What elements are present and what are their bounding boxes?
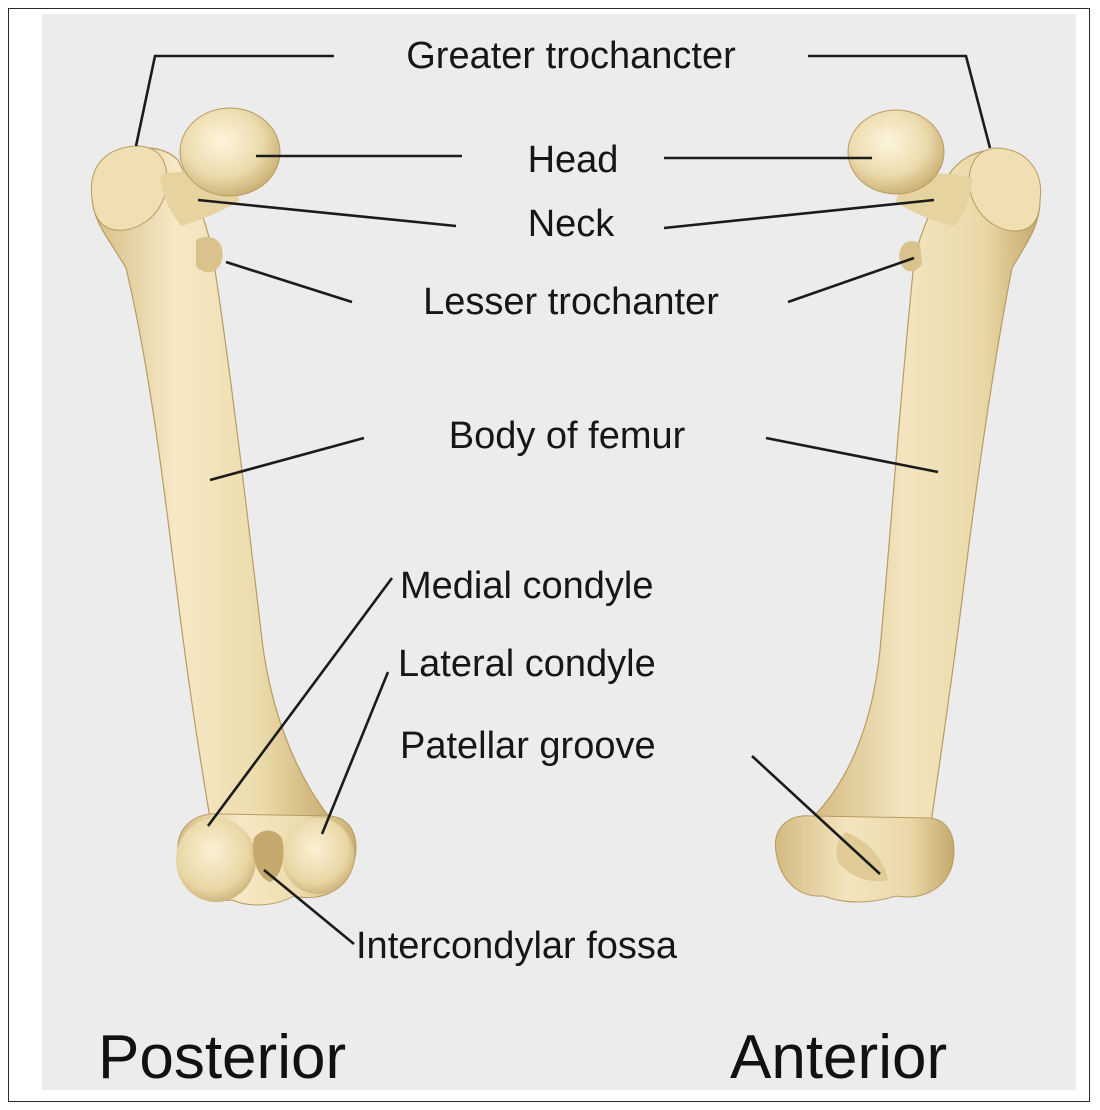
label-intercondylar-fossa: Intercondylar fossa <box>356 925 678 967</box>
label-neck: Neck <box>528 203 616 245</box>
view-title-posterior: Posterior <box>98 1023 346 1092</box>
label-patellar-groove: Patellar groove <box>400 725 656 767</box>
anterior-lesser-trochanter-shape <box>899 241 922 271</box>
anterior-head-shape <box>848 110 944 194</box>
posterior-head-shape <box>180 108 280 196</box>
leader-neck-left <box>198 200 456 226</box>
anterior-femur-illustration <box>775 110 1040 902</box>
posterior-lateral-condyle-shape <box>282 818 354 894</box>
posterior-medial-condyle-shape <box>176 818 256 902</box>
label-lesser-trochanter: Lesser trochanter <box>423 281 719 323</box>
view-title-anterior: Anterior <box>730 1023 947 1092</box>
labels: Greater trochancter Head Neck Lesser tro… <box>356 35 736 967</box>
leader-neck-right <box>664 200 934 228</box>
leader-lesser-trochanter-left <box>226 262 352 302</box>
label-greater-trochanter: Greater trochancter <box>406 35 736 77</box>
leader-lesser-trochanter-right <box>788 258 914 302</box>
posterior-lesser-trochanter-shape <box>196 237 223 272</box>
anterior-femur-shaft <box>812 150 1040 830</box>
leader-lateral-condyle <box>322 672 388 834</box>
posterior-femur-illustration <box>91 108 356 905</box>
label-medial-condyle: Medial condyle <box>400 565 653 607</box>
label-body-of-femur: Body of femur <box>449 415 686 457</box>
label-head: Head <box>528 139 619 181</box>
label-lateral-condyle: Lateral condyle <box>398 643 656 685</box>
